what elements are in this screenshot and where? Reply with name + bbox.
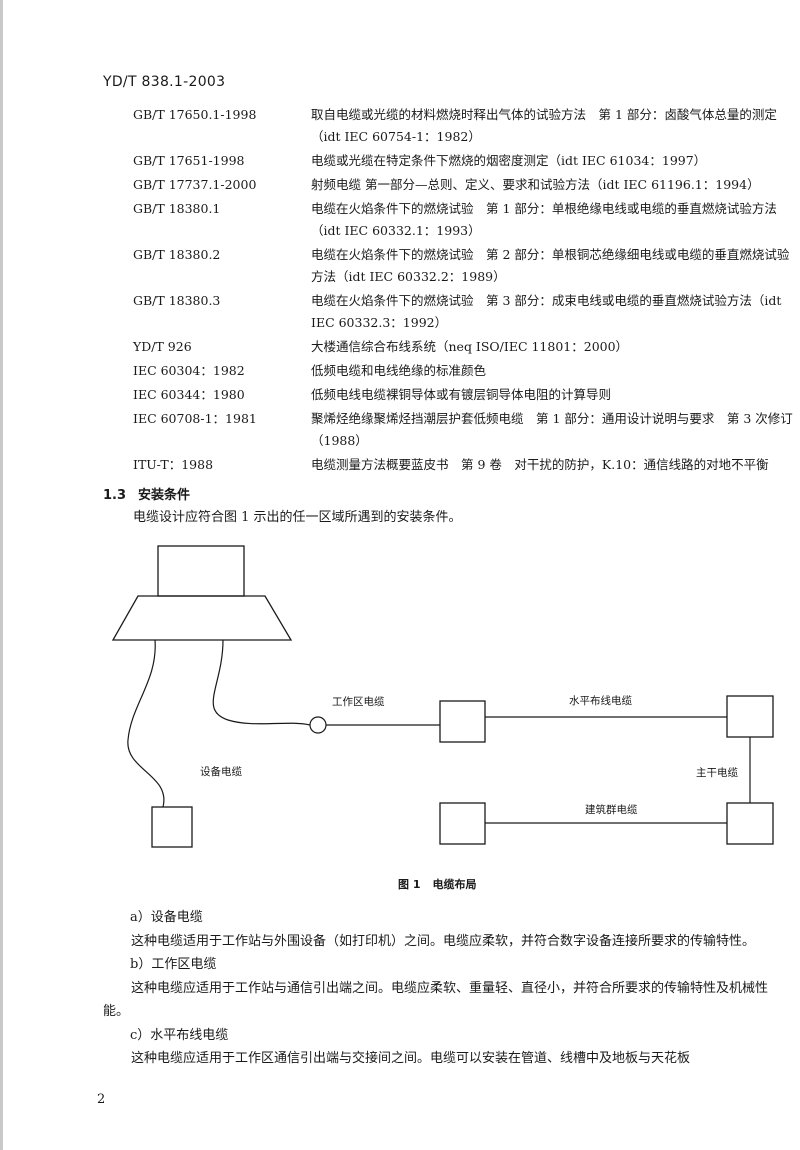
page-edge	[0, 0, 3, 1150]
reference-entry: GB/T 18380.2 电缆在火焰条件下的燃烧试验 第 2 部分：单根铜芯绝缘细…	[133, 244, 793, 288]
reference-code: GB/T 17650.1-1998	[133, 107, 257, 122]
reference-title: 低频电缆和电线绝缘的标准颜色	[311, 363, 487, 378]
reference-code: GB/T 18380.3	[133, 293, 221, 308]
building-cable-label: 建筑群电缆	[585, 803, 638, 816]
figure-caption: 图 1 电缆布局	[398, 876, 476, 892]
reference-title: 低频电线电缆裸铜导体或有镀层铜导体电阻的计算导则	[311, 387, 612, 402]
monitor-icon	[157, 545, 245, 597]
reference-title: 聚烯烃绝缘聚烯烃挡潮层护套低频电缆 第 1 部分：通用设计说明与要求 第 3 次…	[311, 411, 793, 448]
reference-entry: YD/T 926 大楼通信综合布线系统（neq ISO/IEC 11801：200…	[133, 336, 793, 358]
cable-layout-diagram: 工作区电缆 水平布线电缆 主干电缆 设备电缆 建筑群电缆	[111, 545, 774, 848]
reference-code: IEC 60304：1982	[133, 363, 245, 378]
work-area-panel-box	[439, 700, 486, 743]
telecom-outlet-icon	[309, 716, 327, 734]
section-heading: 1.3 安装条件	[103, 484, 190, 503]
equipment-cable-line	[127, 639, 165, 808]
reference-title: 电缆在火焰条件下的燃烧试验 第 2 部分：单根铜芯绝缘细电线或电缆的垂直燃烧试验…	[311, 247, 790, 284]
page-number: 2	[97, 1092, 106, 1107]
equipment-box	[151, 806, 193, 848]
figure-number: 图 1	[398, 878, 421, 891]
reference-list: GB/T 17650.1-1998 取自电缆或光缆的材料燃烧时释出气体的试验方法 …	[133, 104, 793, 478]
building-distributor-box	[726, 802, 774, 845]
document-header: YD/T 838.1-2003	[103, 74, 226, 90]
item-paragraph: 这种电缆适用于工作站与外围设备（如打印机）之间。电缆应柔软，并符合数字设备连接所…	[131, 933, 756, 949]
reference-title: 大楼通信综合布线系统（neq ISO/IEC 11801：2000）	[311, 339, 629, 354]
reference-code: GB/T 17737.1-2000	[133, 177, 257, 192]
item-paragraph: 这种电缆应适用于工作站与通信引出端之间。电缆应柔软、重量轻、直径小，并符合所要求…	[103, 980, 769, 1020]
item-heading: c）水平布线电缆	[130, 1027, 229, 1043]
reference-entry: GB/T 18380.3 电缆在火焰条件下的燃烧试验 第 3 部分：成束电线或电缆…	[133, 290, 793, 334]
reference-title: 电缆或光缆在特定条件下燃烧的烟密度测定（idt IEC 61034：1997）	[311, 153, 707, 168]
reference-entry: GB/T 17737.1-2000 射频电缆 第一部分—总则、定义、要求和试验方法…	[133, 174, 793, 196]
reference-entry: IEC 60304：1982 低频电缆和电线绝缘的标准颜色	[133, 360, 793, 382]
section-number: 1.3	[103, 488, 127, 503]
item-heading: b）工作区电缆	[130, 957, 217, 972]
figure-title: 电缆布局	[432, 878, 477, 891]
reference-code: GB/T 18380.2	[133, 247, 221, 262]
reference-code: GB/T 18380.1	[133, 201, 221, 216]
building-panel-box	[439, 802, 486, 845]
floor-distributor-box	[726, 695, 774, 738]
intro-paragraph: 电缆设计应符合图 1 示出的任一区域所遇到的安装条件。	[133, 510, 462, 525]
work-area-cable-line	[212, 639, 311, 726]
reference-entry: ITU-T：1988 电缆测量方法概要蓝皮书 第 9 卷 对干扰的防护，K.10：…	[133, 454, 793, 476]
reference-title: 射频电缆 第一部分—总则、定义、要求和试验方法（idt IEC 61196.1：…	[311, 177, 760, 192]
reference-code: IEC 60344：1980	[133, 387, 245, 402]
work-area-cable-label: 工作区电缆	[332, 695, 385, 708]
reference-code: IEC 60708-1：1981	[133, 411, 257, 426]
backbone-cable-label: 主干电缆	[696, 766, 738, 779]
reference-title: 电缆测量方法概要蓝皮书 第 9 卷 对干扰的防护，K.10：通信线路的对地不平衡	[311, 457, 769, 472]
body-text: a）设备电缆这种电缆适用于工作站与外围设备（如打印机）之间。电缆应柔软，并符合数…	[103, 906, 783, 1071]
reference-entry: IEC 60344：1980 低频电线电缆裸铜导体或有镀层铜导体电阻的计算导则	[133, 384, 793, 406]
reference-entry: GB/T 17650.1-1998 取自电缆或光缆的材料燃烧时释出气体的试验方法 …	[133, 104, 793, 148]
reference-entry: IEC 60708-1：1981 聚烯烃绝缘聚烯烃挡潮层护套低频电缆 第 1 部分…	[133, 408, 793, 452]
section-title: 安装条件	[138, 488, 191, 503]
item-heading: a）设备电缆	[130, 910, 203, 925]
reference-code: YD/T 926	[133, 339, 192, 354]
reference-code: ITU-T：1988	[133, 457, 214, 472]
reference-title: 取自电缆或光缆的材料燃烧时释出气体的试验方法 第 1 部分：卤酸气体总量的测定（…	[311, 107, 777, 144]
horizontal-cable-label: 水平布线电缆	[569, 694, 632, 707]
workstation-icon	[111, 595, 293, 641]
reference-title: 电缆在火焰条件下的燃烧试验 第 3 部分：成束电线或电缆的垂直燃烧试验方法（id…	[311, 293, 782, 330]
reference-code: GB/T 17651-1998	[133, 153, 245, 168]
equipment-cable-label: 设备电缆	[200, 765, 242, 778]
item-paragraph: 这种电缆应适用于工作区通信引出端与交接间之间。电缆可以安装在管道、线槽中及地板与…	[131, 1051, 691, 1066]
reference-entry: GB/T 17651-1998 电缆或光缆在特定条件下燃烧的烟密度测定（idt I…	[133, 150, 793, 172]
reference-entry: GB/T 18380.1 电缆在火焰条件下的燃烧试验 第 1 部分：单根绝缘电线或…	[133, 198, 793, 242]
reference-title: 电缆在火焰条件下的燃烧试验 第 1 部分：单根绝缘电线或电缆的垂直燃烧试验方法（…	[311, 201, 777, 238]
